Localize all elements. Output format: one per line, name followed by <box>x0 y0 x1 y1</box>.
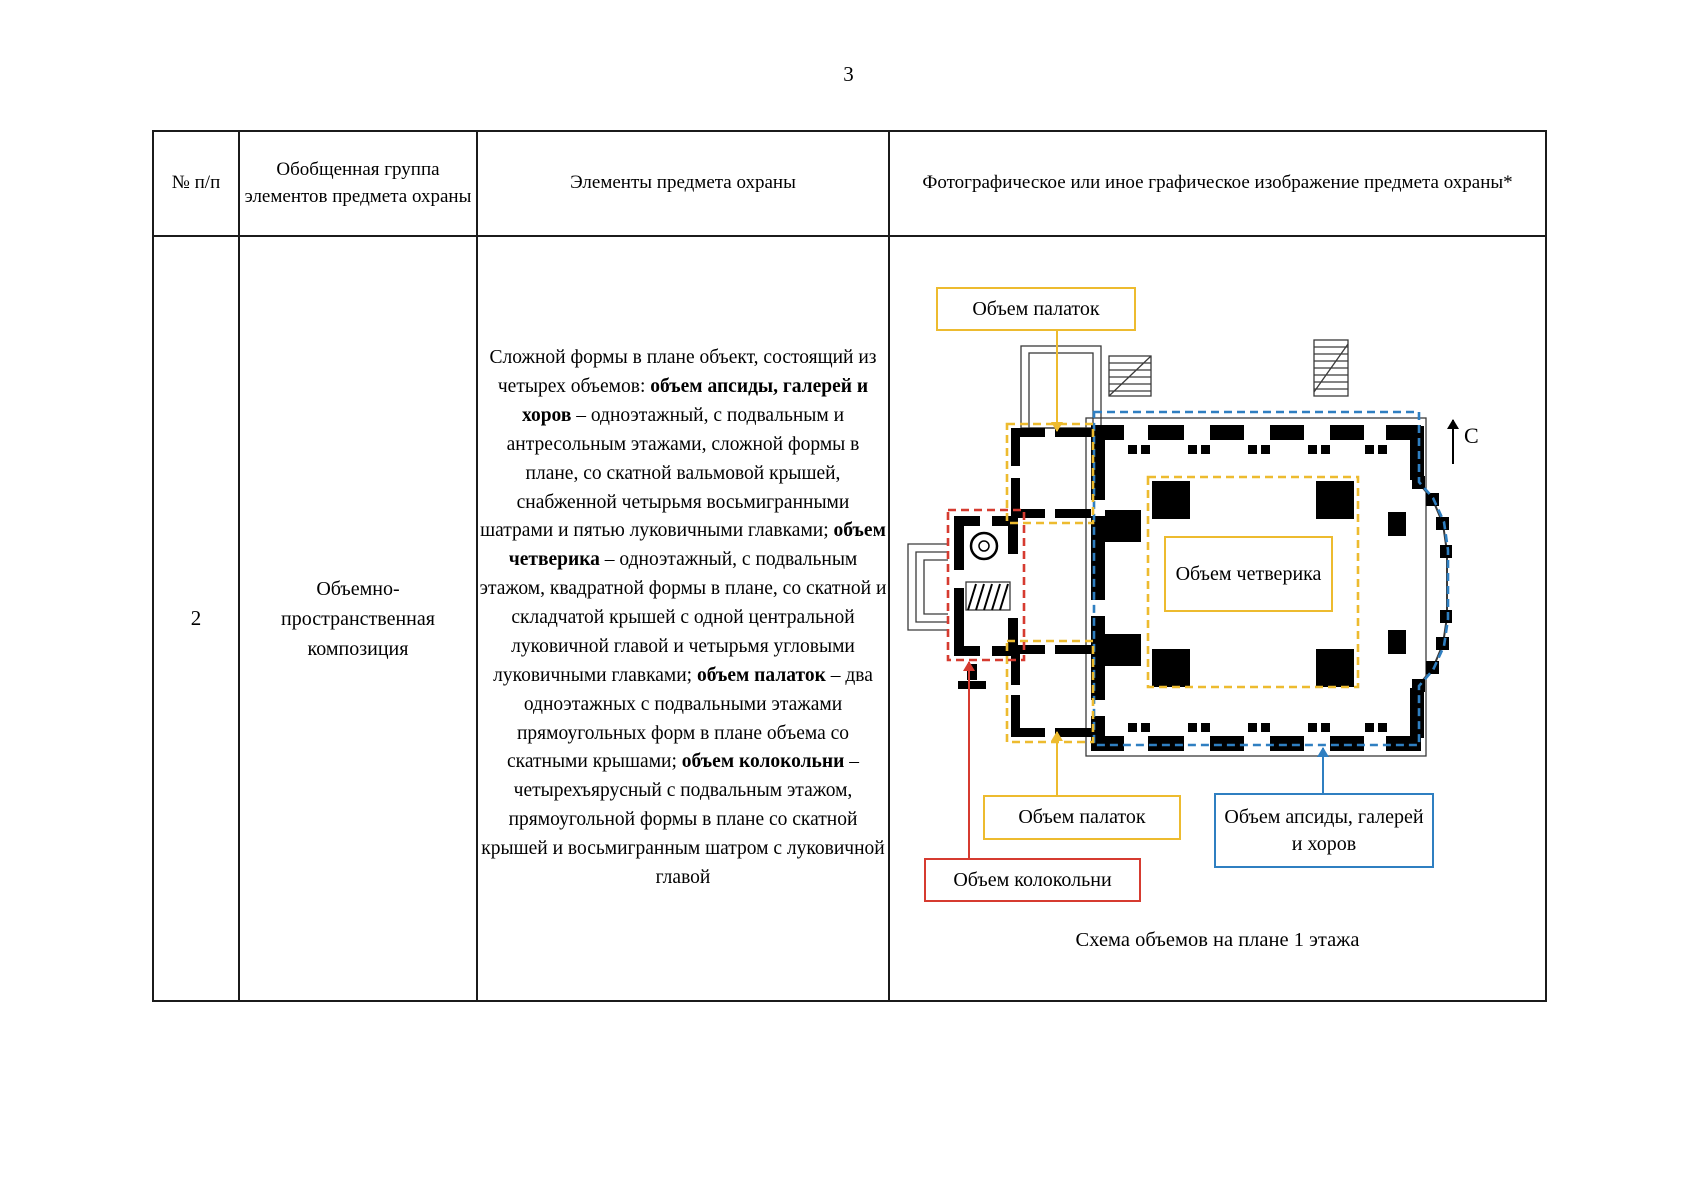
label-palatok-bottom: Объем палаток <box>983 795 1181 840</box>
page-number: 3 <box>843 62 854 86</box>
header-col-num: № п/п <box>152 130 240 237</box>
chetverik-volume-outline <box>1146 475 1360 689</box>
protection-elements-table: № п/п Обобщенная группа элементов предме… <box>152 130 1547 1002</box>
palatka-top-walls <box>1011 428 1091 518</box>
label-apsida: Объем апсиды, галерей и хоров <box>1214 793 1434 868</box>
bottom-gallery-columns <box>1128 723 1387 732</box>
north-letter: С <box>1464 423 1479 448</box>
south-entrance-steps <box>958 664 986 689</box>
stair-top-left-icon <box>1108 355 1152 397</box>
figure-cell: Объем палаток Объем четверика Объем пала… <box>888 235 1547 1002</box>
row-elements-description: Сложной формы в плане объект, состоящий … <box>476 235 890 1002</box>
figure-caption: Схема объемов на плане 1 этажа <box>1075 929 1360 951</box>
floor-plan-drawing <box>907 339 1452 757</box>
spiral-stair-icon <box>969 531 999 561</box>
apsida-volume-outline <box>1092 410 1450 747</box>
arrow-to-apsida <box>1317 747 1329 793</box>
walls-group <box>954 425 1452 751</box>
table-row: 2 Объемно-пространственная композиция Сл… <box>152 235 1547 1002</box>
arrow-to-palatka-bottom <box>1051 731 1063 795</box>
top-gallery-columns <box>1128 445 1387 454</box>
header-col-group: Обобщенная группа элементов предмета охр… <box>238 130 478 237</box>
north-arrow-icon <box>1447 419 1459 464</box>
arrow-to-kolokolnya <box>963 661 975 858</box>
row-group-label: Объемно-пространственная композиция <box>238 235 478 1002</box>
row-number: 2 <box>152 235 240 1002</box>
palatka-bottom-volume-outline <box>1005 639 1095 744</box>
label-palatok-top: Объем палаток <box>936 287 1136 331</box>
table-header-row: № п/п Обобщенная группа элементов предме… <box>152 130 1547 237</box>
label-chetverik: Объем четверика <box>1164 536 1333 612</box>
stair-top-right-icon <box>1313 339 1349 397</box>
tower-stair-hatch <box>965 581 1011 611</box>
apse-wall-line <box>1417 481 1448 687</box>
kolokolnya-volume-outline <box>946 508 1026 662</box>
header-col-elements: Элементы предмета охраны <box>476 130 890 237</box>
header-col-image: Фотографическое или иное графическое изо… <box>888 130 1547 237</box>
label-kolokolnya: Объем колокольни <box>924 858 1141 902</box>
west-porch-steps <box>907 543 948 631</box>
arrow-to-palatka-top <box>1051 331 1063 432</box>
volume-overlays <box>946 410 1450 747</box>
palatka-top-volume-outline <box>1005 422 1095 525</box>
chetverik-piers <box>1152 481 1354 687</box>
palatka-bottom-walls <box>1011 645 1091 737</box>
bell-tower-walls <box>954 516 1018 656</box>
